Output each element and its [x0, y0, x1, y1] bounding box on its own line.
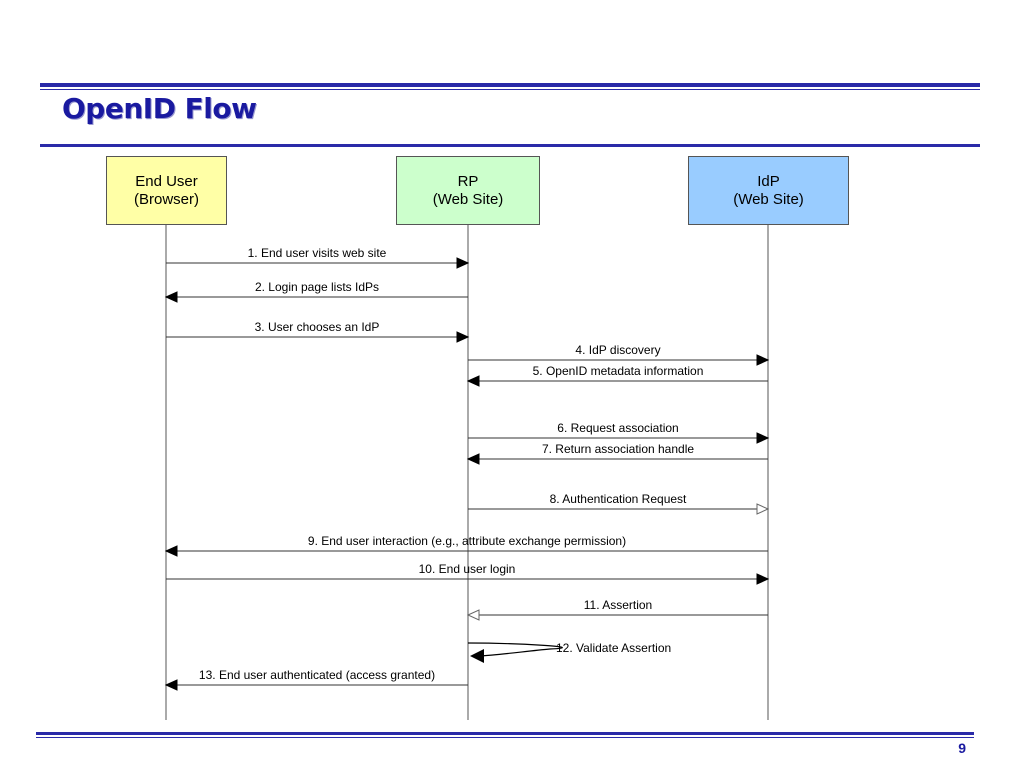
title-underline [40, 144, 980, 147]
participant-idp-name: IdP [757, 172, 780, 190]
page-number: 9 [958, 740, 966, 756]
message-12-arrowhead [470, 649, 484, 663]
participant-rp-type: (Web Site) [432, 190, 504, 208]
message-13-arrowhead [164, 679, 178, 691]
message-12-label: 12. Validate Assertion [556, 641, 671, 655]
message-5-arrowhead [466, 375, 480, 387]
message-7-label: 7. Return association handle [542, 442, 694, 456]
message-8: 8. Authentication Request [468, 492, 758, 510]
message-1: 1. End user visits web site [166, 246, 458, 264]
bottom-rule-thin [36, 737, 974, 738]
message-1-arrowhead [456, 257, 470, 269]
message-5: 5. OpenID metadata information [478, 364, 768, 382]
message-11-label: 11. Assertion [584, 598, 652, 612]
message-5-label: 5. OpenID metadata information [533, 364, 704, 378]
message-3-arrowhead [456, 331, 470, 343]
message-10-arrowhead [756, 573, 770, 585]
message-6: 6. Request association [468, 421, 758, 439]
message-4-arrowhead [756, 354, 770, 366]
message-9-label: 9. End user interaction (e.g., attribute… [308, 534, 626, 548]
participant-end-user-type: (Browser) [133, 190, 199, 208]
message-4-label: 4. IdP discovery [575, 343, 660, 357]
message-12: 12. Validate Assertion [467, 641, 671, 663]
bottom-rule-thick [36, 732, 974, 735]
participant-rp: RP (Web Site) [396, 156, 540, 225]
message-3-label: 3. User chooses an IdP [255, 320, 380, 334]
message-8-label: 8. Authentication Request [550, 492, 687, 506]
message-3: 3. User chooses an IdP [166, 320, 458, 338]
participant-idp: IdP (Web Site) [688, 156, 849, 225]
message-13-label: 13. End user authenticated (access grant… [199, 668, 435, 682]
message-12-line [467, 642, 563, 657]
top-rule-thin [40, 89, 980, 90]
message-11: 11. Assertion [478, 598, 768, 616]
participant-idp-type: (Web Site) [733, 190, 804, 208]
message-9: 9. End user interaction (e.g., attribute… [176, 534, 768, 552]
message-2: 2. Login page lists IdPs [176, 280, 468, 298]
message-4: 4. IdP discovery [468, 343, 758, 361]
participant-end-user-name: End User [135, 172, 198, 190]
message-1-label: 1. End user visits web site [248, 246, 387, 260]
message-9-arrowhead [164, 545, 178, 557]
message-11-arrowhead [466, 609, 480, 621]
message-2-arrowhead [164, 291, 178, 303]
slide-title: OpenID Flow [62, 92, 257, 125]
message-13: 13. End user authenticated (access grant… [176, 668, 468, 686]
message-6-arrowhead [756, 432, 770, 444]
top-rule-thick [40, 83, 980, 87]
message-2-label: 2. Login page lists IdPs [255, 280, 379, 294]
message-10-label: 10. End user login [419, 562, 516, 576]
message-10: 10. End user login [166, 562, 758, 580]
message-7-arrowhead [466, 453, 480, 465]
message-8-arrowhead [756, 503, 770, 515]
message-7: 7. Return association handle [478, 442, 768, 460]
participant-rp-name: RP [457, 172, 479, 190]
message-6-label: 6. Request association [557, 421, 678, 435]
participant-end-user: End User (Browser) [106, 156, 227, 225]
